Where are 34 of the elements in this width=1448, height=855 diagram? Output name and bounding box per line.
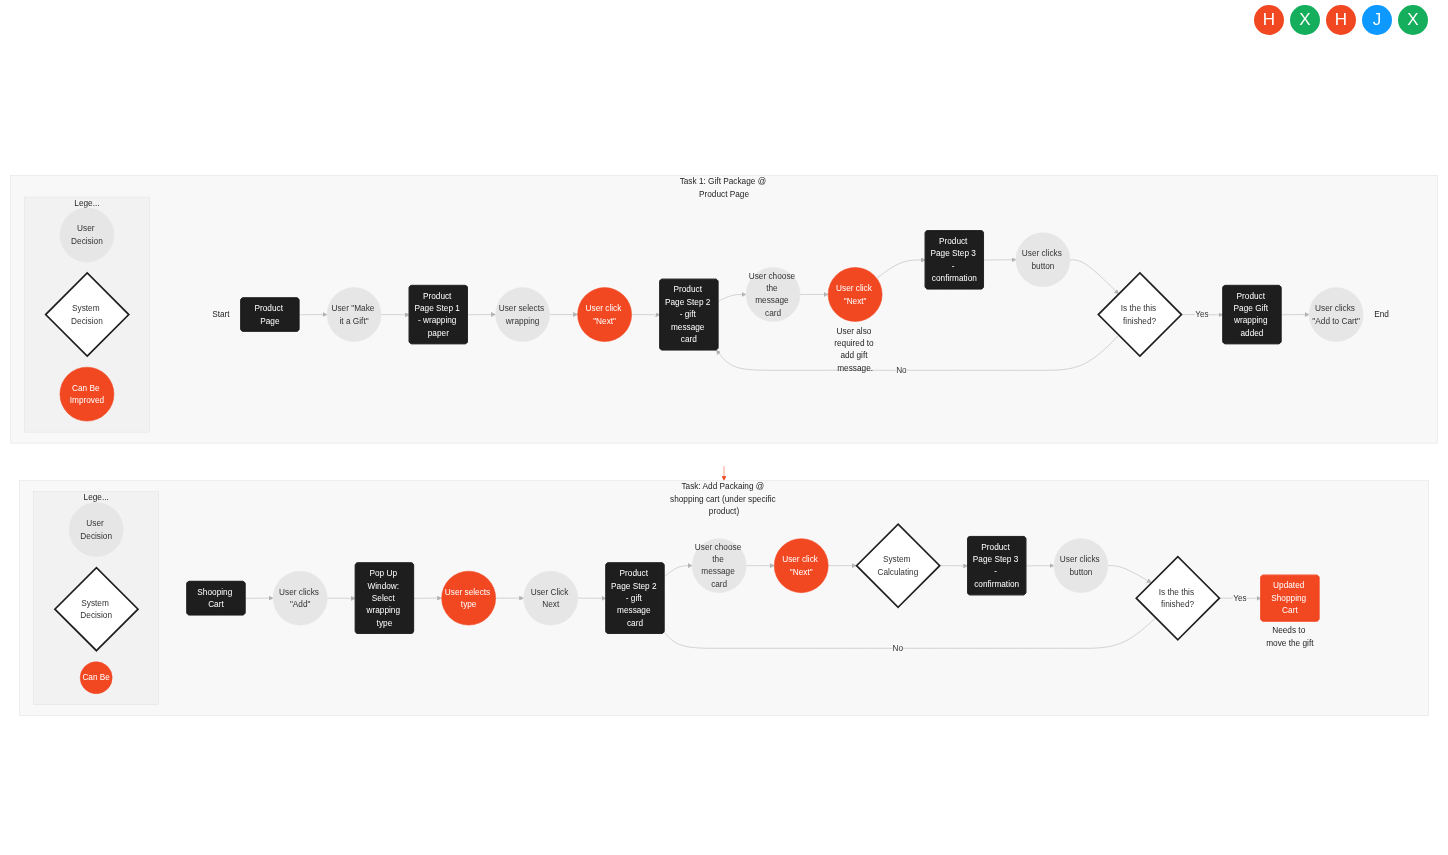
- node-circle: User selects wrapping: [495, 287, 550, 343]
- edge-label: No: [892, 643, 904, 654]
- node-circle: User choose the message card: [745, 267, 801, 323]
- node-circle: User click "Next": [827, 267, 883, 323]
- user-avatar: X: [1398, 5, 1428, 35]
- node-circle: User click "Next": [773, 538, 829, 594]
- node-diamond: System Decision: [44, 272, 130, 358]
- node-label: End: [1374, 309, 1389, 320]
- user-avatar: H: [1326, 5, 1356, 35]
- user-avatar: H: [1254, 5, 1284, 35]
- edge-label: Yes: [1233, 593, 1247, 603]
- edge-label: Yes: [1195, 309, 1209, 320]
- node-diamond: System Decision: [53, 566, 140, 653]
- node-diamond: System Calculating: [855, 523, 941, 609]
- node-diamond: Is the this finished?: [1135, 555, 1221, 642]
- node-diamond: Is the this finished?: [1097, 272, 1183, 358]
- node-circle: User Click Next: [523, 571, 578, 626]
- user-avatar: X: [1290, 5, 1320, 35]
- user-avatar: J: [1362, 5, 1392, 35]
- node-circle: User clicks button: [1015, 232, 1071, 288]
- connector: [663, 618, 1156, 650]
- node-circle: Can Be: [79, 661, 113, 695]
- node-circle: User "Make it a Gift": [326, 287, 382, 343]
- node-circle: User click "Next": [577, 287, 632, 343]
- node-label: Start: [212, 309, 230, 320]
- node-circle: User clicks "Add": [272, 571, 328, 626]
- node-circle: User selects type: [441, 571, 496, 626]
- node-label: Needs to move the gift: [1266, 625, 1314, 648]
- node-circle: User clicks button: [1053, 538, 1109, 594]
- node-circle: User clicks "Add to Cart": [1308, 287, 1364, 343]
- edge-label: No: [896, 365, 907, 375]
- node-circle: Can Be Improved: [59, 367, 115, 422]
- node-circle: User choose the message card: [691, 538, 747, 594]
- node-label: User also required to add gift message.: [834, 326, 874, 373]
